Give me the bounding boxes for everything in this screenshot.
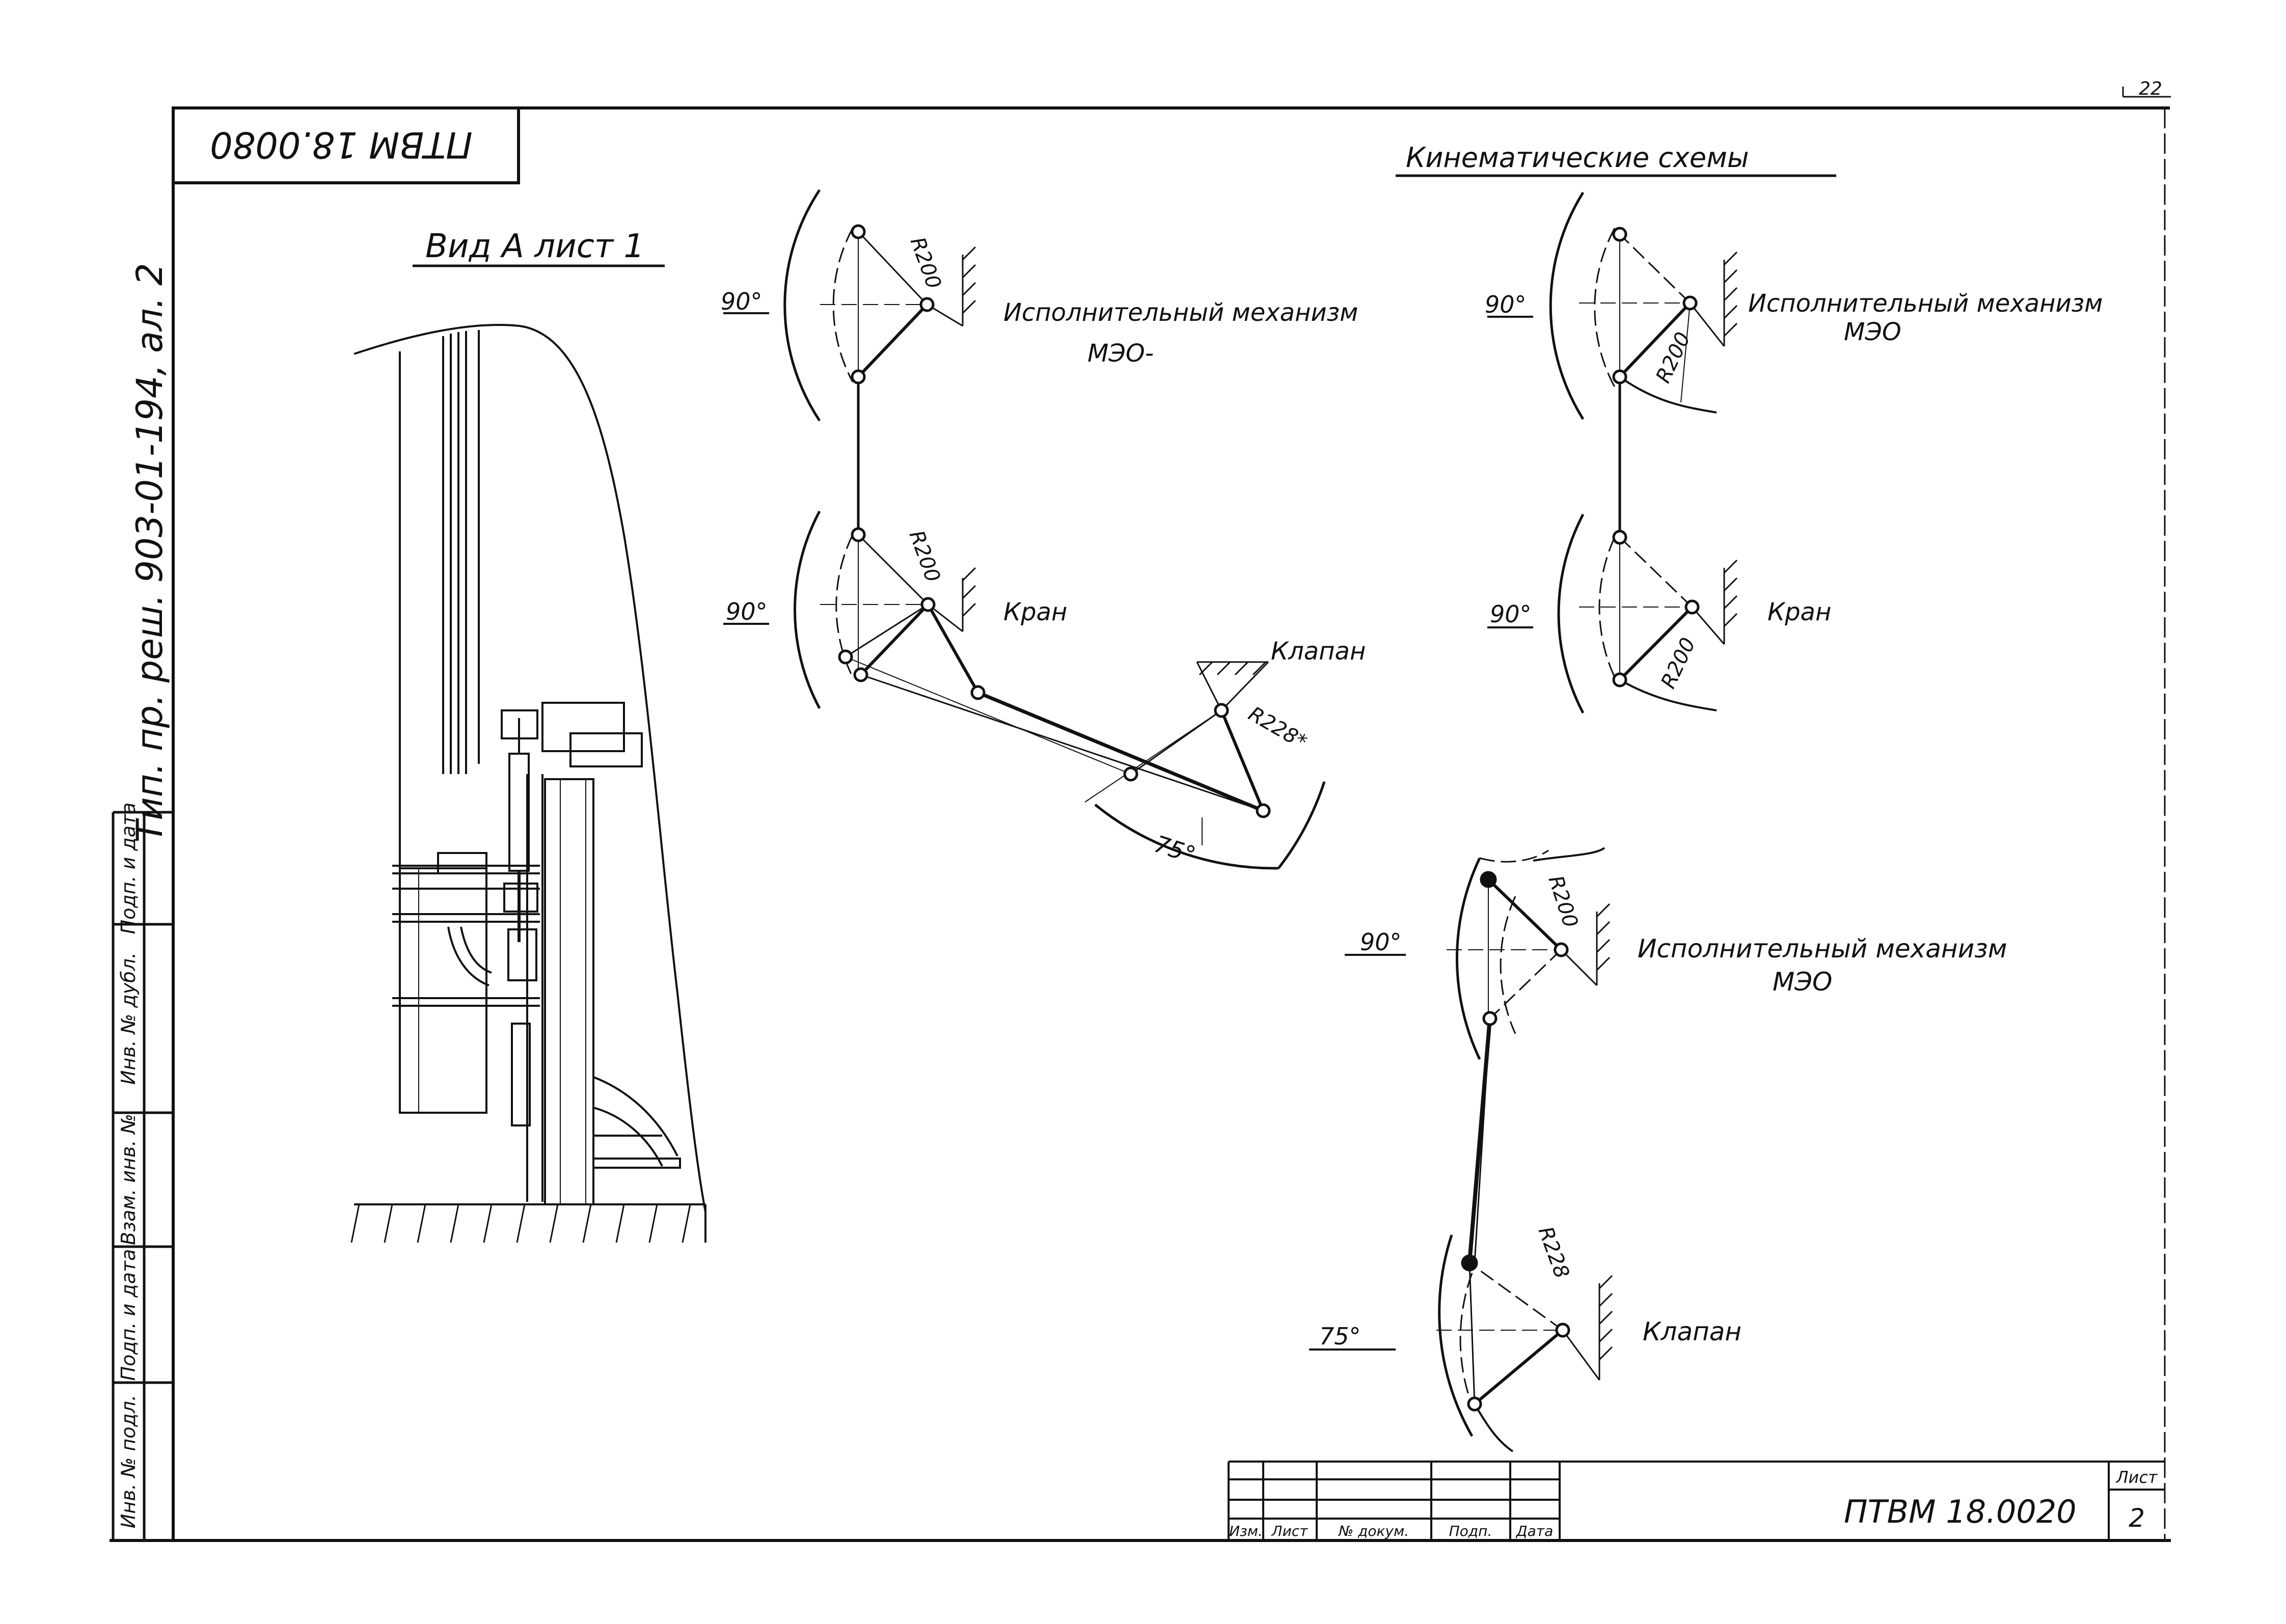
scheme-2-radius-bottom: R200 (1656, 634, 1700, 692)
document-code: ПТВМ 18.0020 (1844, 1493, 2077, 1530)
scheme-3-radius-bottom: R228 (1534, 1224, 1574, 1282)
title-block-header-date: Дата (1515, 1523, 1554, 1539)
strip-cell-inv-podl: Инв. № подл. (117, 1395, 140, 1528)
scheme-3-angle-bottom: 75° (1319, 1323, 1361, 1350)
strip-cell-sign-date-bottom: Подп. и дата (117, 1249, 140, 1381)
stamp-code: ПТВМ 18.0080 (210, 124, 473, 166)
title-block-header-sign: Подп. (1449, 1523, 1492, 1539)
scheme-1 (723, 189, 1326, 870)
scheme-1-actuator-model: МЭО- (1087, 339, 1154, 368)
sheet-label: Лист (2115, 1468, 2158, 1487)
scheme-3-actuator-model: МЭО (1773, 967, 1832, 997)
scheme-3-angle-top: 90° (1360, 928, 1402, 956)
left-strip: Подп. и дата Инв. № дубл. Взам. инв. № П… (112, 803, 173, 1540)
scheme-3-joints (1461, 871, 1570, 1412)
scheme-2-actuator-label: Исполнительный механизм (1748, 289, 2103, 318)
scheme-1-radius-top: R200 (906, 234, 946, 292)
scheme-1-actuator-label: Исполнительный механизм (1003, 298, 1358, 327)
scheme-3-actuator-label: Исполнительный механизм (1638, 934, 2007, 964)
scheme-1-angle-valve: 75° (1151, 830, 1199, 869)
stamp-box: ПТВМ 18.0080 (172, 106, 520, 184)
scheme-1-valve-label: Клапан (1271, 637, 1366, 666)
strip-cell-sign-date-top: Подп. и дата (117, 803, 140, 934)
view-a-drawing (350, 324, 706, 1243)
scheme-1-radius-mid: R200 (905, 528, 945, 586)
title-block-header-izm: Изм. (1229, 1523, 1263, 1539)
scheme-2-crane-label: Кран (1767, 598, 1831, 626)
scheme-2 (1487, 191, 1738, 714)
scheme-3-radius-top: R200 (1543, 873, 1582, 930)
scheme-2-joints (1612, 227, 1700, 687)
sheet-number: 2 (2129, 1503, 2145, 1533)
view-title: Вид А лист 1 (425, 228, 644, 265)
scheme-2-angle-top: 90° (1485, 291, 1527, 318)
scheme-1-radius-valve: R228* (1244, 702, 1311, 754)
scheme-3-valve-label: Клапан (1643, 1317, 1741, 1346)
strip-cell-inv-dubl: Инв. № дубл. (117, 952, 140, 1085)
title-block-header-list: Лист (1271, 1523, 1309, 1539)
strip-cell-vzam-inv: Взам. инв. № (117, 1114, 140, 1245)
scheme-2-actuator-model: МЭО (1844, 318, 1901, 346)
scheme-1-angle-mid: 90° (726, 598, 768, 625)
scheme-title: Кинематические схемы (1406, 142, 1749, 174)
title-block-header-doc: № докум. (1338, 1523, 1409, 1539)
scheme-3 (1309, 847, 1613, 1452)
scheme-1-angle-top: 90° (721, 288, 763, 315)
scheme-2-angle-bottom: 90° (1490, 600, 1532, 628)
scheme-1-crane-label: Кран (1003, 598, 1067, 626)
page-number: 22 (2139, 78, 2162, 99)
side-label: Тип. пр. реш. 903-01-194, ал. 2 (129, 263, 171, 842)
title-block (1228, 1461, 2165, 1540)
scheme-1-joints (838, 224, 1271, 818)
